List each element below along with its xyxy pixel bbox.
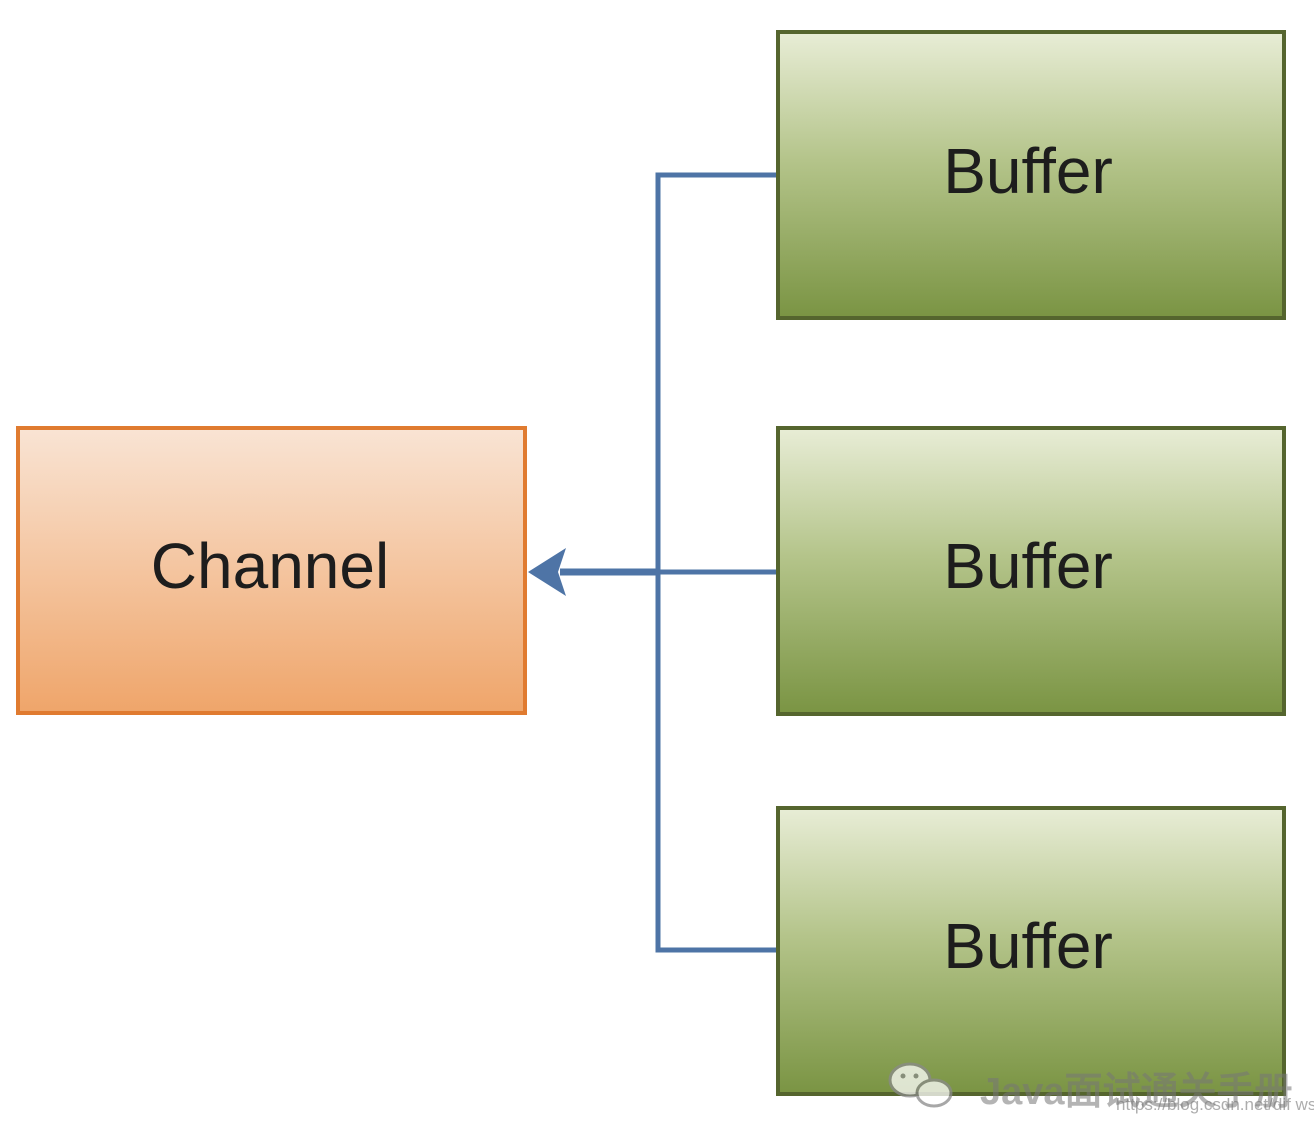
buffer-node-3: Buffer: [776, 806, 1286, 1096]
buffer-label: Buffer: [943, 530, 1113, 602]
wechat-icon: [888, 1062, 953, 1108]
connector-buffer-1: [655, 172, 778, 572]
buffer-node-1: Buffer: [776, 30, 1286, 320]
buffer-label: Buffer: [943, 135, 1113, 207]
watermark-url: https://blog.csdn.net/dif wsb: [1116, 1095, 1314, 1114]
connector-lines: [560, 172, 778, 953]
watermark: Java面试通关手册 https://blog.csdn.net/dif wsb: [888, 1062, 1314, 1114]
buffer-node-2: Buffer: [776, 426, 1286, 716]
channel-node: Channel: [16, 426, 527, 715]
arrow-head-icon: [528, 548, 566, 596]
channel-label: Channel: [151, 530, 389, 602]
connector-buffer-3: [655, 572, 778, 953]
buffer-label: Buffer: [943, 910, 1113, 982]
watermark-brand: Java面试通关手册: [980, 1071, 1293, 1113]
